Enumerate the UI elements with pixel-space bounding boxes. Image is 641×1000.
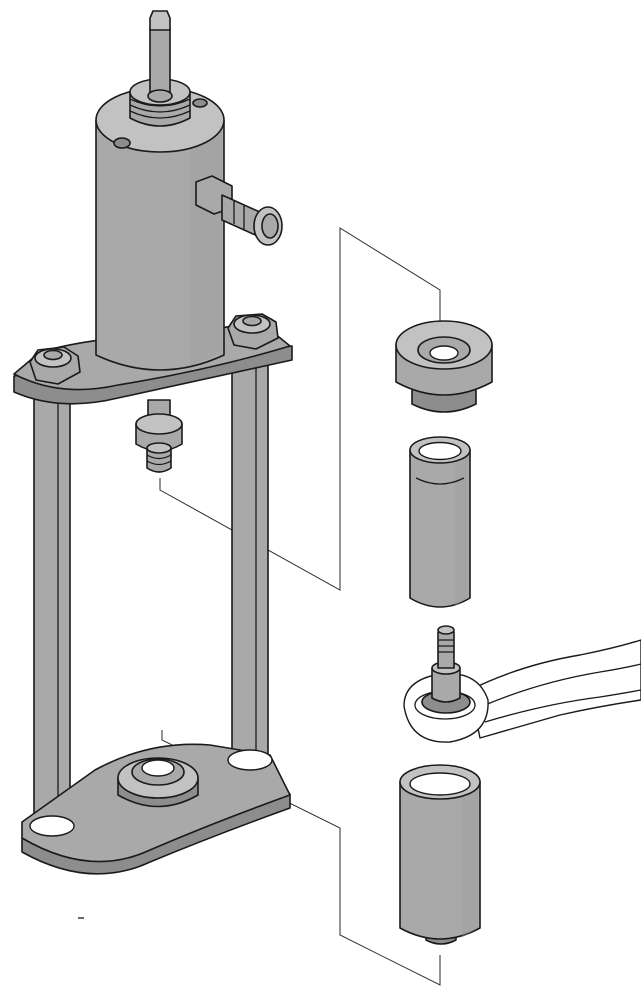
hex-nut-left: [29, 346, 81, 385]
sleeve: [409, 436, 471, 608]
thrust-piece: [135, 399, 183, 473]
leader-line-upper: [159, 227, 441, 591]
pressure-hose-connector: [195, 175, 283, 246]
baseplate-collar: [117, 757, 199, 808]
ball-joint: [421, 625, 471, 714]
leader-lines: [159, 227, 441, 986]
leader-line-lower: [161, 730, 441, 986]
pressure-cup: [395, 320, 493, 413]
tie-rod-right: [231, 359, 269, 781]
hex-nut-right: [227, 313, 279, 350]
tie-rod-left: [33, 387, 71, 829]
receiver-cup: [399, 764, 481, 945]
lower-baseplate: [21, 743, 291, 875]
